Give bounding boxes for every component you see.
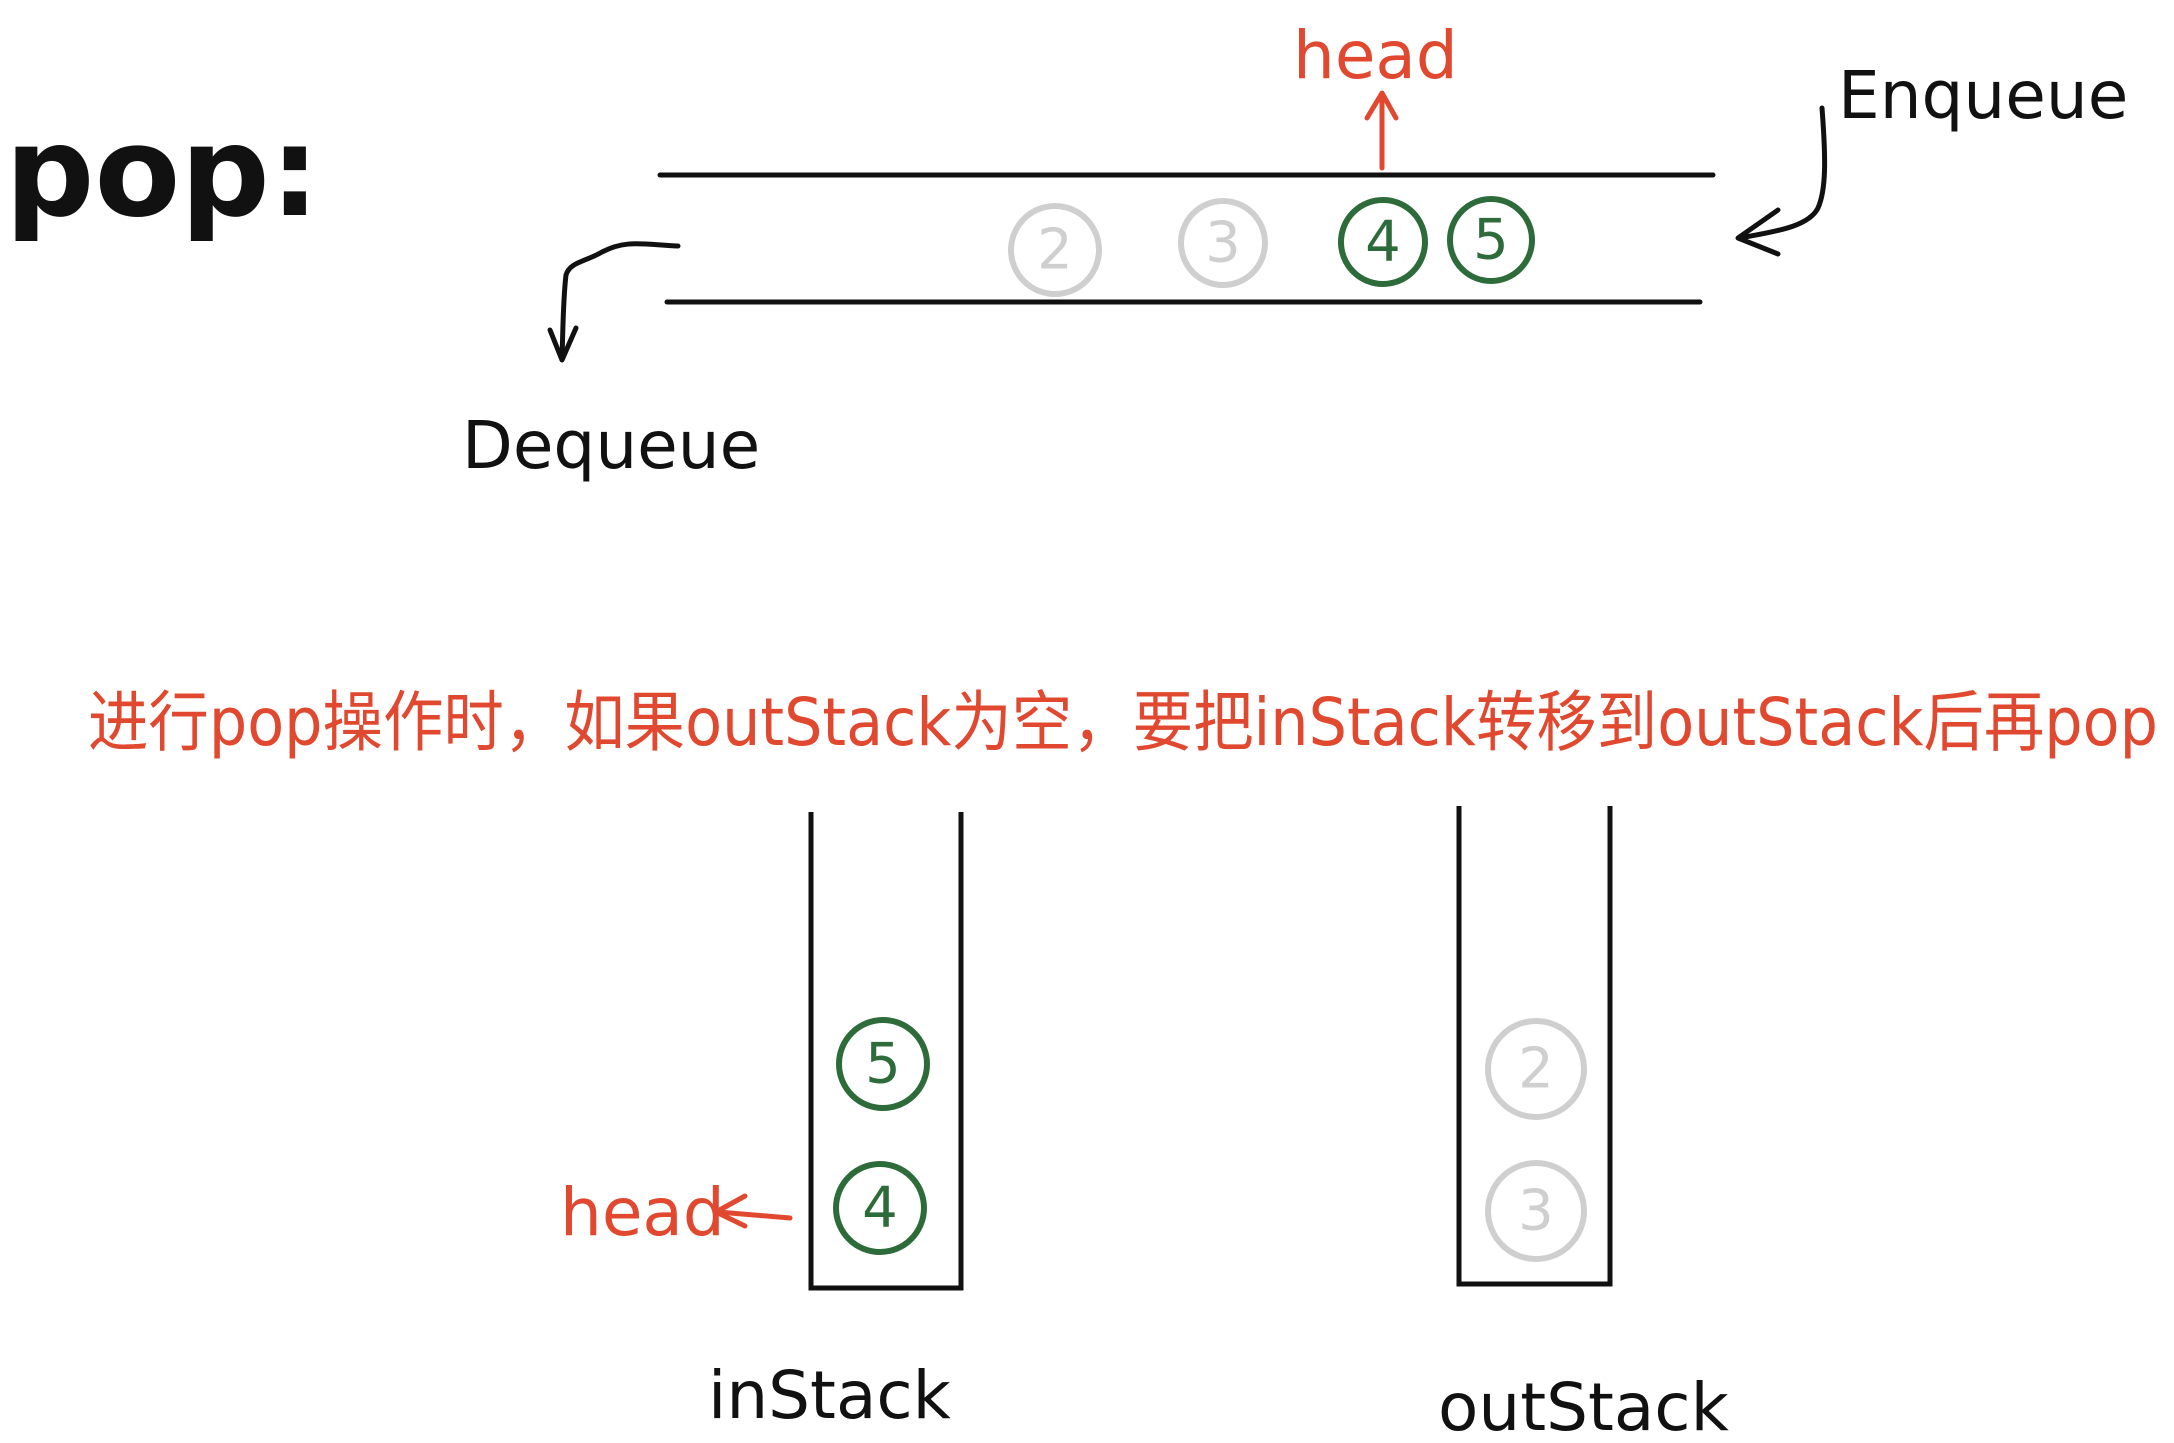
stack-node-value: 5	[865, 1032, 901, 1097]
stack-node-circle	[1485, 1018, 1587, 1120]
queue-node-2: 2	[1008, 203, 1102, 297]
in-stack-label: inStack	[708, 1357, 952, 1434]
queue-node-3: 3	[1178, 198, 1268, 288]
queue-node-circle	[1447, 196, 1535, 284]
stack-node-value: 3	[1518, 1179, 1554, 1244]
queue-head-label: head	[1293, 17, 1458, 94]
stack-node-circle	[1485, 1160, 1587, 1262]
queue-node-4: 4	[1338, 197, 1428, 287]
queue-node-circle	[1178, 198, 1268, 288]
queue-node-5: 5	[1447, 196, 1535, 284]
queue: 2 3 4 5 head Enqueue Deq	[462, 17, 2128, 484]
queue-node-value: 5	[1473, 208, 1509, 273]
stack-node-value: 2	[1518, 1037, 1554, 1102]
queue-node-value: 2	[1037, 218, 1073, 283]
in-stack-container	[808, 812, 964, 1291]
dequeue-arrow	[547, 241, 681, 363]
queue-node-circle	[1008, 203, 1102, 297]
queue-head-arrow	[1364, 90, 1399, 171]
in-stack-node-4: 4	[833, 1161, 927, 1255]
out-stack-container	[1456, 806, 1613, 1287]
out-stack-node-3: 3	[1485, 1160, 1587, 1262]
queue-node-circle	[1338, 197, 1428, 287]
in-stack: 5 4 head inStack	[560, 812, 964, 1434]
stack-node-circle	[836, 1017, 930, 1111]
page-title: pop:	[5, 100, 320, 245]
out-stack-node-2: 2	[1485, 1018, 1587, 1120]
pop-note: 进行pop操作时，如果outStack为空，要把inStack转移到outSta…	[88, 684, 2158, 761]
queue-node-value: 3	[1205, 211, 1241, 276]
stack-node-circle	[833, 1161, 927, 1255]
in-stack-head-label: head	[560, 1174, 725, 1251]
enqueue-arrow	[1735, 105, 1828, 257]
dequeue-label: Dequeue	[462, 407, 760, 484]
stack-node-value: 4	[862, 1176, 898, 1241]
enqueue-label: Enqueue	[1838, 57, 2128, 134]
out-stack: 2 3 outStack	[1438, 806, 1730, 1443]
in-stack-node-5: 5	[836, 1017, 930, 1111]
in-stack-head-arrow	[713, 1193, 793, 1229]
queue-node-value: 4	[1365, 210, 1401, 275]
out-stack-label: outStack	[1438, 1369, 1730, 1443]
